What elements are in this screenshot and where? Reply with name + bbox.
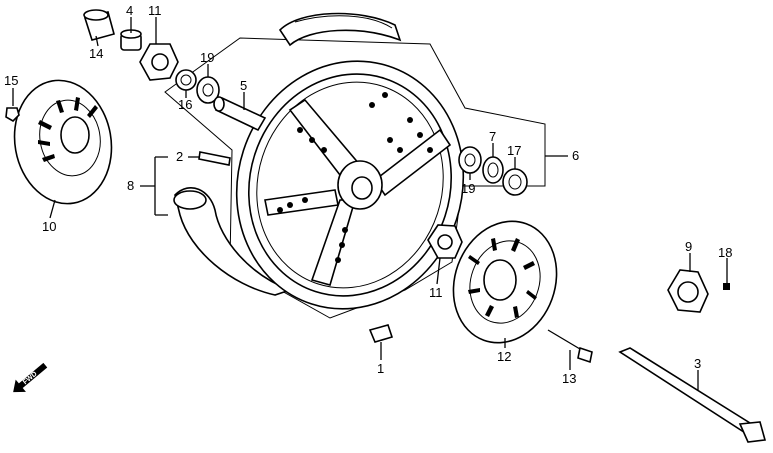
label-part-1: 1	[377, 361, 384, 376]
part-7-seal	[482, 156, 504, 184]
label-part-7: 7	[489, 129, 496, 144]
fwd-arrow: FWD	[13, 362, 48, 393]
tire-top-piece	[278, 12, 402, 47]
label-part-5: 5	[240, 78, 247, 93]
label-part-19-upper: 19	[200, 50, 214, 65]
part-2-valve	[198, 151, 231, 166]
part-12-brake-disc-right	[452, 220, 558, 344]
part-17-collar	[502, 168, 528, 196]
label-part-3: 3	[694, 356, 701, 371]
label-part-14: 14	[89, 46, 103, 61]
callout-labels: 4 11 14 15 16 19 5 2 8 10 7 17 6 19 11 9…	[4, 3, 732, 386]
part-19-bearing-lower	[458, 146, 482, 174]
part-4-collar	[120, 29, 142, 51]
label-part-15: 15	[4, 73, 18, 88]
part-9-speedo-gearbox	[667, 269, 709, 313]
label-part-13: 13	[562, 371, 576, 386]
part-14-sleeve	[83, 9, 115, 41]
label-part-16: 16	[178, 97, 192, 112]
label-part-6: 6	[572, 148, 579, 163]
part-13-bolt	[547, 329, 593, 364]
part-11-retainer-lower	[427, 224, 463, 259]
part-11-retainer-upper	[139, 43, 179, 81]
label-part-11-upper: 11	[148, 3, 162, 18]
disc-left-vents	[38, 97, 98, 162]
part-15-nut	[5, 107, 20, 122]
wheel-holes	[277, 92, 433, 263]
tire-lower-piece	[173, 186, 293, 296]
label-part-9: 9	[685, 239, 692, 254]
wheel	[235, 60, 465, 310]
label-part-4: 4	[126, 3, 133, 18]
label-part-2: 2	[176, 149, 183, 164]
label-part-18: 18	[718, 245, 732, 260]
part-5-spacer	[213, 96, 267, 132]
part-18-screw	[723, 283, 730, 290]
part-16-bearing	[175, 69, 197, 91]
label-part-11-lower: 11	[429, 285, 443, 300]
part-8-bracket	[140, 156, 168, 216]
part-3-axle	[618, 347, 767, 443]
label-part-10: 10	[42, 219, 56, 234]
label-part-12: 12	[497, 349, 511, 364]
label-part-17: 17	[507, 143, 521, 158]
disc-right-vents	[468, 238, 537, 318]
part-10-brake-disc-left	[13, 79, 113, 205]
part-1-weight	[368, 324, 394, 343]
leader-lines	[12, 17, 728, 390]
label-part-8: 8	[127, 178, 134, 193]
label-part-19-lower: 19	[461, 181, 475, 196]
